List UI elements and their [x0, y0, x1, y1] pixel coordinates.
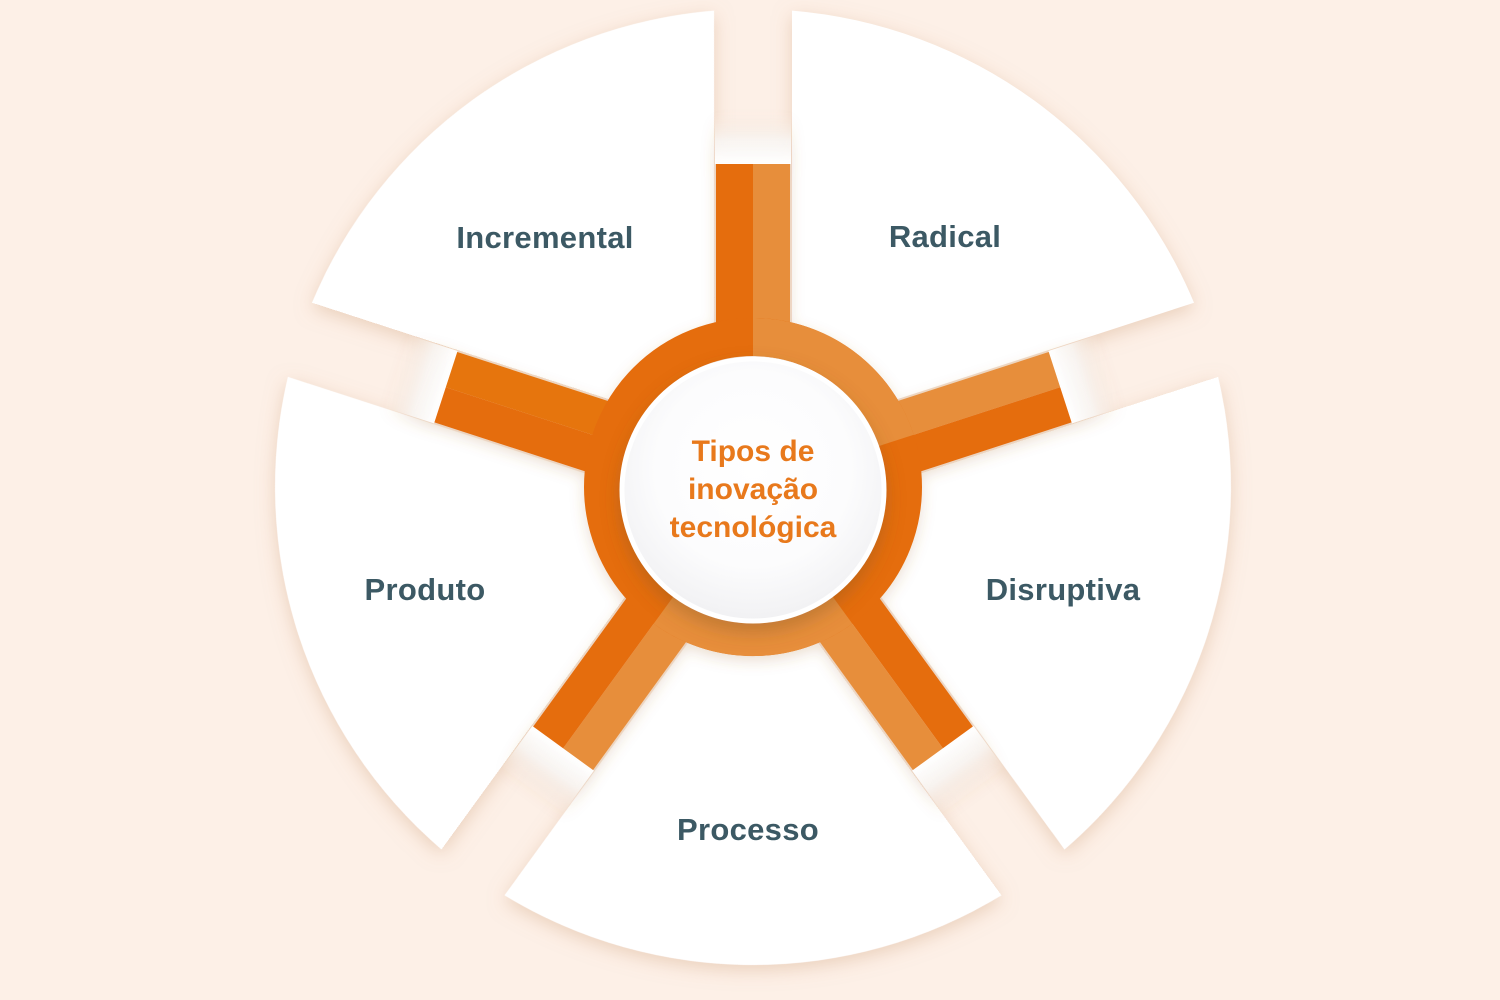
spoke-lower-left-light-half — [561, 599, 702, 772]
spoke-lower-left-dark-half — [532, 577, 672, 750]
spoke-upper-right — [873, 334, 1122, 480]
spoke-upper-right-light-half — [873, 351, 1063, 445]
spoke-lower-right — [804, 577, 1005, 813]
spoke-top — [715, 112, 791, 348]
hub-ring-light-sector-bottom — [653, 592, 853, 656]
segment-label-disruptiva: Disruptiva — [985, 572, 1141, 607]
spoke-upper-left-dark-half — [432, 386, 621, 480]
spoke-upper-left-dark-half-2 — [443, 351, 633, 445]
segment-label-processo: Processo — [677, 812, 819, 847]
spoke-top-dark-half — [716, 162, 753, 348]
hub-ring-light-sector-top-right — [752, 318, 914, 447]
center-disc — [619, 356, 887, 624]
segment-label-radical: Radical — [888, 219, 1002, 254]
segment-label-incremental: Incremental — [456, 220, 634, 255]
segment-label-produto: Produto — [364, 572, 486, 607]
center-title: Tipos de inovação tecnológica — [669, 435, 837, 544]
spoke-upper-right-dark-half — [885, 386, 1074, 480]
slice-processo — [504, 553, 1002, 965]
slice-incremental — [311, 10, 715, 434]
spoke-lower-right-dark-half — [834, 577, 974, 750]
spoke-top-light-half — [753, 162, 790, 348]
spoke-upper-left-fade-tip — [384, 334, 458, 424]
hub-and-spokes — [384, 112, 1122, 813]
spoke-lower-right-fade-tip — [912, 725, 1005, 813]
slice-radical — [792, 10, 1194, 434]
spoke-lower-right-light-half — [804, 599, 945, 772]
spoke-upper-right-fade-tip — [1048, 334, 1122, 424]
spoke-top-fade-tip — [715, 112, 791, 164]
spoke-lower-left — [501, 577, 702, 813]
spoke-upper-left — [384, 334, 633, 480]
spoke-lower-left-fade-tip — [501, 725, 594, 813]
slices — [275, 10, 1231, 965]
